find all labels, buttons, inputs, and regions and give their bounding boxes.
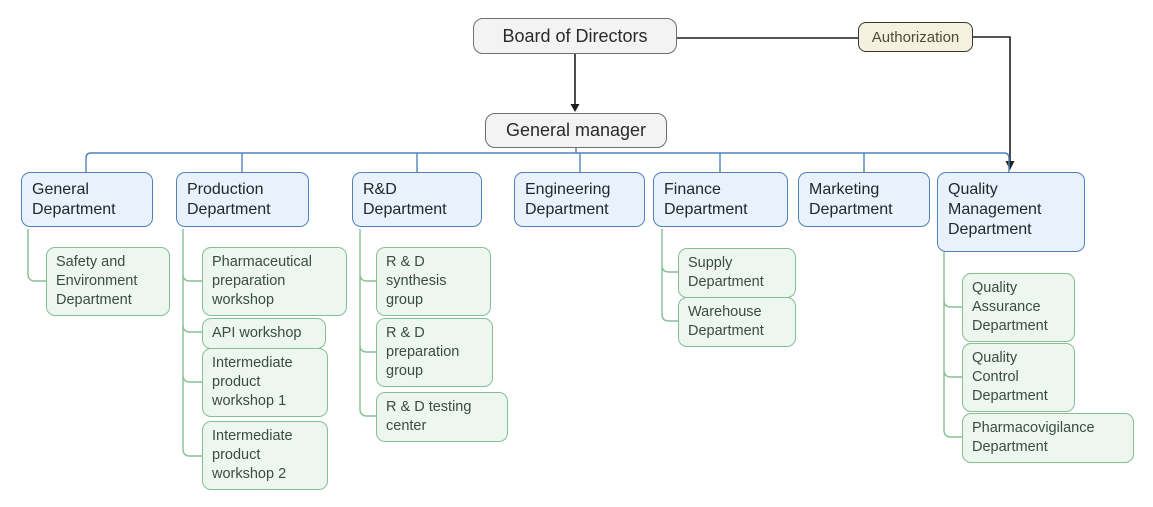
subdepartment-node-quality-control: Quality Control Department	[962, 343, 1075, 412]
department-node-production: Production Department	[176, 172, 309, 227]
black-connector-lines	[574, 36, 1011, 163]
subdepartment-node-intermediate-workshop-2: Intermediate product workshop 2	[202, 421, 328, 490]
department-node-rnd: R&D Department	[352, 172, 482, 227]
department-node-general: General Department	[21, 172, 153, 227]
black-arrowheads	[570, 104, 1015, 170]
subdepartment-node-api-workshop: API workshop	[202, 318, 326, 349]
subdepartment-node-safety-environment: Safety and Environment Department	[46, 247, 170, 316]
subdepartment-node-intermediate-workshop-1: Intermediate product workshop 1	[202, 348, 328, 417]
blue-connector-lines	[85, 147, 1010, 172]
subdepartment-node-warehouse: Warehouse Department	[678, 297, 796, 347]
branch-quality	[943, 252, 962, 438]
connector-authorization-to-quality	[973, 36, 1011, 163]
green-connector-lines	[27, 229, 962, 457]
subdepartment-node-rnd-preparation-group: R & D preparation group	[376, 318, 493, 387]
connector-dept-rail	[85, 152, 1010, 172]
authorization-node: Authorization	[858, 22, 973, 52]
subdepartment-node-quality-assurance: Quality Assurance Department	[962, 273, 1075, 342]
subdepartment-node-pharmacovigilance: Pharmacovigilance Department	[962, 413, 1134, 463]
board-of-directors-node: Board of Directors	[473, 18, 677, 54]
department-node-quality-management: Quality Management Department	[937, 172, 1085, 252]
department-node-engineering: Engineering Department	[514, 172, 645, 227]
branch-rnd	[359, 229, 376, 417]
arrowhead-manager	[570, 104, 580, 112]
subdepartment-node-supply: Supply Department	[678, 248, 796, 298]
department-node-marketing: Marketing Department	[798, 172, 930, 227]
subdepartment-node-pharmaceutical-preparation-workshop: Pharmaceutical preparation workshop	[202, 247, 347, 316]
branch-production	[182, 229, 202, 457]
arrowhead-quality	[1005, 161, 1015, 170]
branch-general	[27, 229, 46, 282]
subdepartment-node-rnd-testing-center: R & D testing center	[376, 392, 508, 442]
department-node-finance: Finance Department	[653, 172, 788, 227]
branch-finance	[661, 229, 678, 322]
subdepartment-node-rnd-synthesis-group: R & D synthesis group	[376, 247, 491, 316]
general-manager-node: General manager	[485, 113, 667, 148]
